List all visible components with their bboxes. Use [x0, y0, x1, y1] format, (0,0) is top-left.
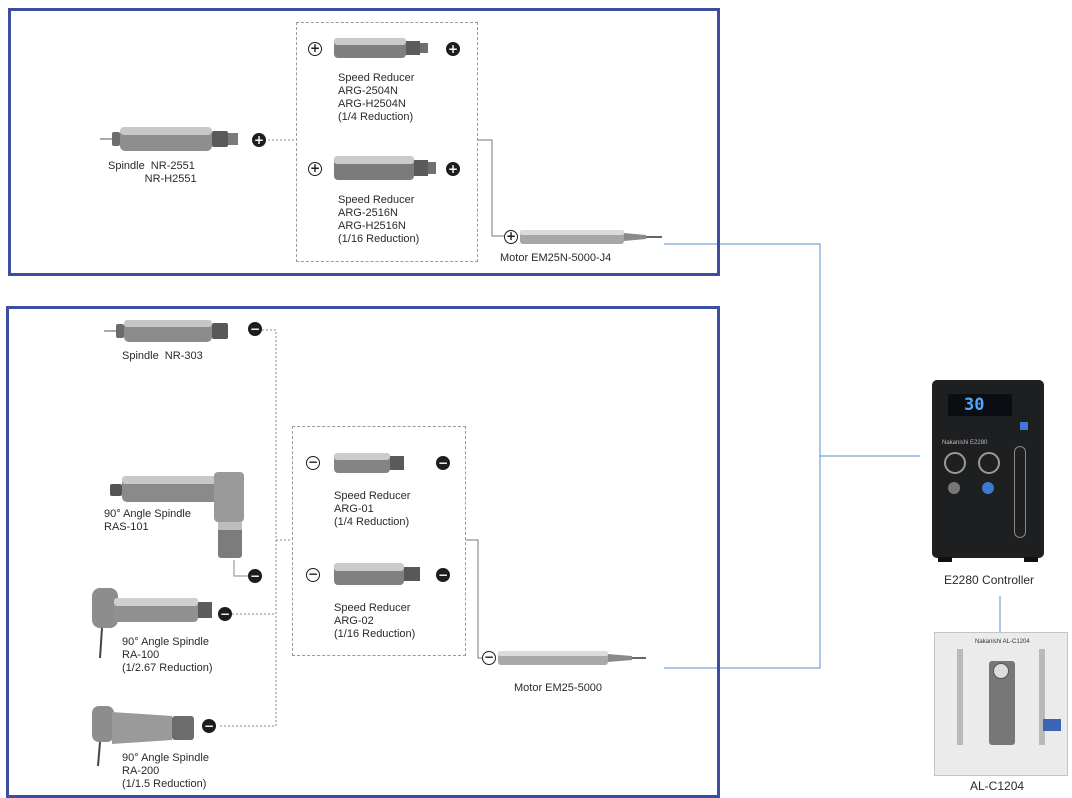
wire-top-reducers — [478, 139, 504, 237]
motor-em25n-label: Motor EM25N-5000-J4 — [500, 252, 612, 264]
controller-brand: Nakanishi E2280 — [942, 440, 988, 446]
spindle-ra200-label: 90° Angle Spindle RA-200 (1/1.5 Reductio… — [122, 752, 209, 790]
air-line-kit-pipe-right-icon — [1039, 649, 1045, 745]
controller-dial-left-icon — [944, 452, 966, 474]
spindle-ra100-label: 90° Angle Spindle RA-100 (1/2.67 Reducti… — [122, 636, 213, 674]
motor-em25-label: Motor EM25-5000 — [514, 682, 603, 694]
bottom-reducer-group — [292, 426, 466, 656]
controller-foot-right — [1024, 557, 1038, 562]
spindle-ra100-image — [92, 588, 212, 659]
wire-bottom-spindles — [220, 329, 277, 727]
reducer-arg02-image — [334, 563, 420, 585]
air-line-kit-badge-icon — [1043, 719, 1061, 731]
controller-display-value: 30 — [964, 395, 985, 415]
minus-symbol-reducer2-in: − — [306, 567, 320, 582]
air-line-kit-pipe-left-icon — [957, 649, 963, 745]
plus-symbol-reducer2-out: + — [446, 162, 460, 176]
plus-symbol-motor: + — [504, 229, 518, 244]
minus-symbol-ra100: − — [218, 607, 232, 621]
air-line-kit-gauge-icon — [993, 663, 1009, 679]
reducer-arg01-image — [334, 453, 404, 473]
plus-symbol-spindle: + — [252, 133, 266, 147]
controller-e2280: 30 Nakanishi E2280 — [932, 380, 1044, 562]
air-line-kit-al-c1204: Nakanishi AL-C1204 — [934, 632, 1068, 776]
controller-port-right-icon — [982, 482, 994, 494]
spindle-ras101-label: 90° Angle Spindle RAS-101 — [104, 508, 191, 533]
spindle-nr2551-image — [100, 127, 238, 151]
top-reducer-group — [296, 22, 478, 262]
minus-symbol-ras101: − — [248, 569, 262, 583]
controller-led-icon — [1020, 422, 1028, 430]
spindle-nr303-image — [104, 320, 228, 342]
spindle-ras101-image — [110, 472, 244, 558]
spindle-nr2551-label: Spindle NR-2551 NR-H2551 — [108, 160, 197, 185]
controller-label: E2280 Controller — [944, 573, 1035, 587]
reducer-arg01-label: Speed Reducer ARG-01 (1/4 Reduction) — [334, 490, 411, 528]
controller-display: 30 — [948, 394, 1012, 416]
reducer-arg2516n-image — [334, 156, 436, 180]
reducer-arg2504n-image — [334, 38, 428, 58]
air-line-kit-label: AL-C1204 — [970, 779, 1025, 793]
cable-top-motor — [664, 243, 821, 456]
controller-dial-right-icon — [978, 452, 1000, 474]
cable-bottom-motor — [664, 455, 920, 669]
reducer-arg02-label: Speed Reducer ARG-02 (1/16 Reduction) — [334, 602, 416, 640]
controller-port-left-icon — [948, 482, 960, 494]
motor-em25n-image — [520, 230, 662, 244]
minus-symbol-reducer2-out: − — [436, 568, 450, 582]
minus-symbol-reducer1-out: − — [436, 456, 450, 470]
wire-bottom-reducers — [466, 539, 484, 659]
controller-foot-left — [938, 557, 952, 562]
plus-symbol-reducer1-in: + — [308, 41, 322, 56]
motor-em25-image — [498, 651, 646, 665]
spindle-ra200-image — [92, 706, 194, 767]
reducer-arg2504n-label: Speed Reducer ARG-2504N ARG-H2504N (1/4 … — [338, 72, 415, 123]
minus-symbol-nr303: − — [248, 322, 262, 336]
spindle-nr303-label: Spindle NR-303 — [122, 350, 203, 362]
minus-symbol-ra200: − — [202, 719, 216, 733]
plus-symbol-reducer1-out: + — [446, 42, 460, 56]
controller-side-connector-icon — [1014, 446, 1026, 538]
air-line-kit-plate: Nakanishi AL-C1204 — [975, 639, 1030, 645]
plus-symbol-reducer2-in: + — [308, 161, 322, 176]
minus-symbol-reducer1-in: − — [306, 455, 320, 470]
wire-bottom-ras101 — [233, 560, 248, 577]
top-group-frame — [8, 8, 720, 276]
minus-symbol-motor: − — [482, 650, 496, 665]
reducer-arg2516n-label: Speed Reducer ARG-2516N ARG-H2516N (1/16… — [338, 194, 420, 245]
